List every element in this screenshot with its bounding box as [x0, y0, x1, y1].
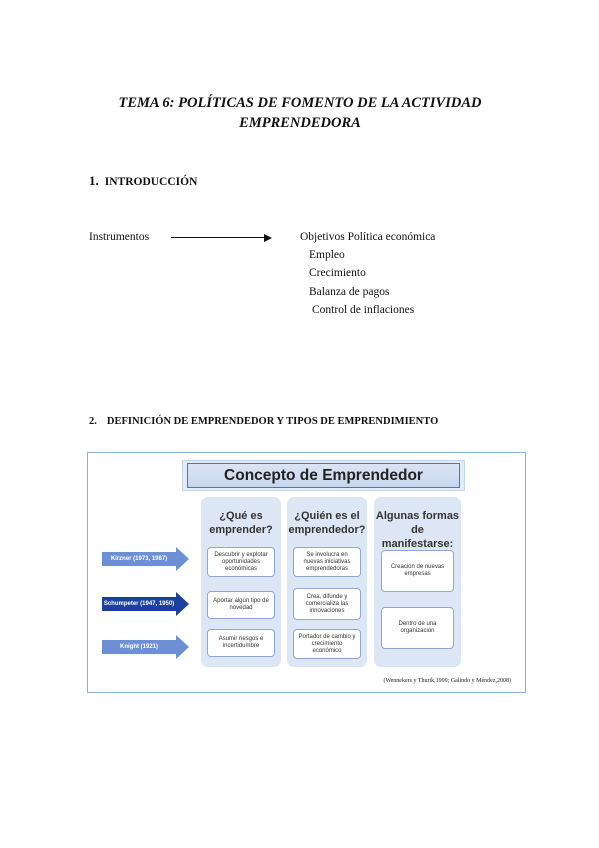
arrow-head-icon	[176, 635, 189, 659]
diagram-citation: (Wennekers y Thurik,1999; Galindo y Ménd…	[383, 678, 511, 684]
document-title: TEMA 6: POLÍTICAS DE FOMENTO DE LA ACTIV…	[60, 93, 540, 133]
author-label: Knight (1921)	[102, 640, 176, 654]
title-line-1: TEMA 6: POLÍTICAS DE FOMENTO DE LA ACTIV…	[118, 95, 482, 111]
concept-cell: Asumir riesgos e incertidumbre	[207, 629, 275, 657]
column-heading: Algunas formas de manifestarse:	[375, 510, 460, 550]
section-2-heading: 2. DEFINICIÓN DE EMPRENDEDOR Y TIPOS DE E…	[89, 416, 438, 427]
concept-cell: Aportar algún tipo de novedad	[207, 591, 275, 619]
objective-item: Control de inflaciones	[312, 304, 415, 316]
objective-item: Balanza de pagos	[309, 286, 390, 298]
column-heading: ¿Quién es el emprendedor?	[288, 510, 366, 536]
section-2-number: 2.	[89, 416, 97, 427]
author-label: Kirzner (1973, 1987)	[102, 552, 176, 566]
concept-cell: Creación de nuevas empresas	[381, 550, 454, 592]
objective-item: Empleo	[309, 249, 345, 261]
concept-cell: Descubrir y explotar oportunidades econó…	[207, 547, 275, 577]
concept-cell: Portador de cambio y crecimiento económi…	[293, 629, 361, 659]
section-1-title: INTRODUCCIÓN	[104, 176, 198, 188]
section-1-heading: 1. INTRODUCCIÓN	[89, 173, 197, 189]
arrow-head-icon	[176, 547, 189, 571]
column-who-is: ¿Quién es el emprendedor? Se involucra e…	[287, 497, 367, 667]
arrow-head-icon	[264, 233, 272, 242]
concept-cell: Crea, difunde y comercializa las innovac…	[293, 588, 361, 620]
section-1-number: 1.	[89, 173, 99, 188]
diagram-title: Concepto de Emprendedor	[187, 463, 460, 488]
concept-cell: Se involucra en nuevas iniciativas empre…	[293, 547, 361, 577]
entrepreneur-concept-diagram: Concepto de Emprendedor Kirzner (1973, 1…	[87, 452, 526, 693]
objective-item: Crecimiento	[309, 267, 366, 279]
author-label: Schumpeter (1947, 1950)	[102, 597, 176, 611]
column-what-is: ¿Qué es emprender? Descubrir y explotar …	[201, 497, 281, 667]
instruments-label: Instrumentos	[89, 231, 150, 243]
diagram-title-bar: Concepto de Emprendedor	[182, 460, 465, 491]
right-arrow-icon	[171, 237, 267, 239]
section-2-title: DEFINICIÓN DE EMPRENDEDOR Y TIPOS DE EMP…	[106, 416, 439, 427]
title-line-2: EMPRENDEDORA	[239, 115, 361, 131]
objectives-label: Objetivos Política económica	[300, 231, 436, 243]
column-heading: ¿Qué es emprender?	[209, 510, 273, 536]
column-forms: Algunas formas de manifestarse: Creación…	[374, 497, 461, 667]
concept-cell: Dentro de una organización	[381, 607, 454, 649]
arrow-head-icon	[176, 592, 189, 616]
